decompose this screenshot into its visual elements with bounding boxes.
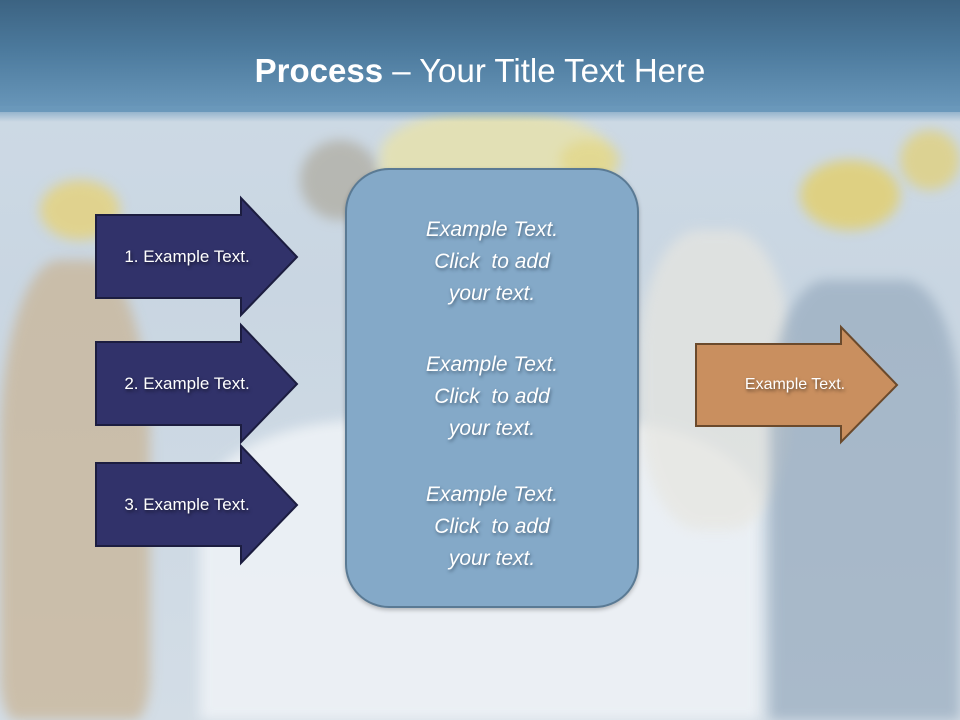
- title-bar-fade: [0, 106, 960, 122]
- right-arrow-icon: [695, 324, 899, 445]
- panel-line: Example Text.: [425, 353, 559, 376]
- right-arrow-icon: [95, 322, 299, 445]
- process-arrow-label: 1. Example Text.: [124, 247, 250, 266]
- process-arrow-1[interactable]: 1. Example Text.: [95, 195, 299, 318]
- panel-text-block-3[interactable]: Example Text. Click to add your text.: [347, 479, 637, 575]
- result-arrow-label: Example Text.: [744, 376, 846, 393]
- process-arrow-label: 3. Example Text.: [124, 495, 250, 514]
- title-bold: Process: [254, 52, 384, 89]
- process-arrow-2[interactable]: 2. Example Text.: [95, 322, 299, 445]
- panel-line: Example Text.: [425, 483, 559, 506]
- process-arrow-label: 2. Example Text.: [124, 374, 250, 393]
- result-arrow[interactable]: Example Text.: [695, 324, 899, 445]
- panel-line: your text.: [448, 417, 536, 440]
- panel-line: Click to add: [434, 515, 550, 538]
- panel-line: your text.: [448, 282, 536, 305]
- panel-line: Example Text.: [425, 218, 559, 241]
- slide-title[interactable]: Process – Your Title Text Here: [0, 52, 960, 90]
- panel-text-block-2[interactable]: Example Text. Click to add your text.: [347, 349, 637, 445]
- center-text-panel[interactable]: Example Text. Click to add your text. Ex…: [345, 168, 639, 608]
- panel-line: Click to add: [434, 385, 550, 408]
- background-photo-hardhat: [800, 160, 900, 230]
- right-arrow-icon: [95, 195, 299, 318]
- background-photo-hardhat: [900, 130, 960, 190]
- panel-line: Click to add: [434, 250, 550, 273]
- process-arrow-3[interactable]: 3. Example Text.: [95, 443, 299, 566]
- title-bar: [0, 0, 960, 112]
- panel-text-block-1[interactable]: Example Text. Click to add your text.: [347, 214, 637, 310]
- right-arrow-icon: [95, 443, 299, 566]
- panel-line: your text.: [448, 547, 536, 570]
- title-text: – Your Title Text Here: [383, 52, 706, 89]
